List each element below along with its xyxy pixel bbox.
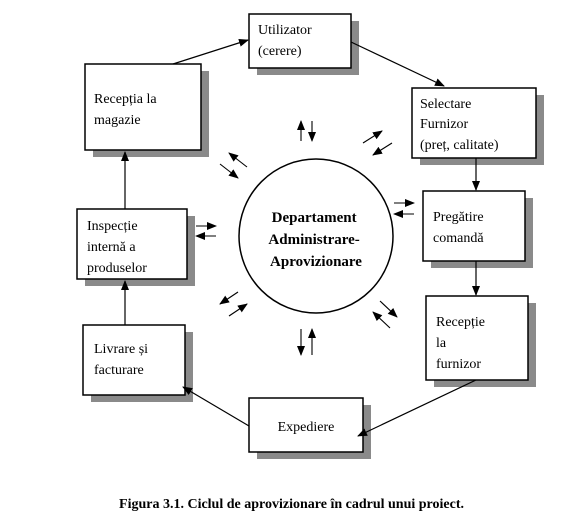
node-livrare-facturare-box [82, 324, 186, 396]
label-line: Utilizator [258, 23, 312, 38]
label-line: (preț, calitate) [420, 138, 499, 153]
label-line: Livrare și [94, 342, 148, 357]
node-utilizator-label: Utilizator (cerere) [258, 23, 315, 59]
node-pregatire-comanda-label: Pregătire comandă [433, 210, 487, 246]
department-circle [238, 158, 394, 314]
node-expediere-box [248, 397, 364, 453]
label-line: Recepție [436, 315, 485, 330]
department-label-line: Administrare- [268, 232, 359, 248]
label-line: internă a [87, 240, 136, 255]
figure-caption: Figura 3.1. Ciclul de aprovizionare în c… [119, 497, 464, 512]
department-label-line: Aprovizionare [270, 254, 362, 270]
label-line: magazie [94, 113, 141, 128]
label-line: Recepția la [94, 92, 157, 107]
label-line: la [436, 336, 447, 351]
department-label: Departament Administrare- Aprovizionare [268, 210, 363, 270]
node-utilizator-box [248, 13, 352, 69]
node-inspectie-box [76, 208, 188, 280]
label-line: comandă [433, 231, 484, 246]
node-selectare-furnizor-label: Selectare Furnizor (preț, calitate) [420, 97, 499, 153]
node-receptia-magazie-box [84, 63, 202, 151]
label-line: Pregătire [433, 210, 484, 225]
label-line: produselor [87, 261, 147, 276]
label-line: Furnizor [420, 117, 469, 132]
procurement-cycle-diagram: Departament Administrare- Aprovizionare … [76, 13, 544, 459]
node-pregatire-comanda-box [422, 190, 526, 262]
exchange-arrows [195, 120, 415, 356]
node-receptie-furnizor-label: Recepție la furnizor [436, 315, 488, 372]
node-expediere-label: Expediere [278, 420, 335, 435]
node-livrare-facturare-label: Livrare și facturare [94, 342, 152, 378]
label-line: Inspecție [87, 219, 138, 234]
node-inspectie-label: Inspecție internă a produselor [87, 219, 147, 276]
node-receptie-furnizor-box [425, 295, 529, 381]
node-selectare-furnizor-box [411, 87, 537, 159]
department-label-line: Departament [272, 210, 357, 226]
cycle-arrows [121, 38, 480, 437]
label-line: Selectare [420, 97, 471, 112]
label-line: (cerere) [258, 44, 302, 59]
label-line: Expediere [278, 420, 335, 435]
node-receptia-magazie-label: Recepția la magazie [94, 92, 160, 128]
label-line: facturare [94, 363, 144, 378]
label-line: furnizor [436, 357, 481, 372]
